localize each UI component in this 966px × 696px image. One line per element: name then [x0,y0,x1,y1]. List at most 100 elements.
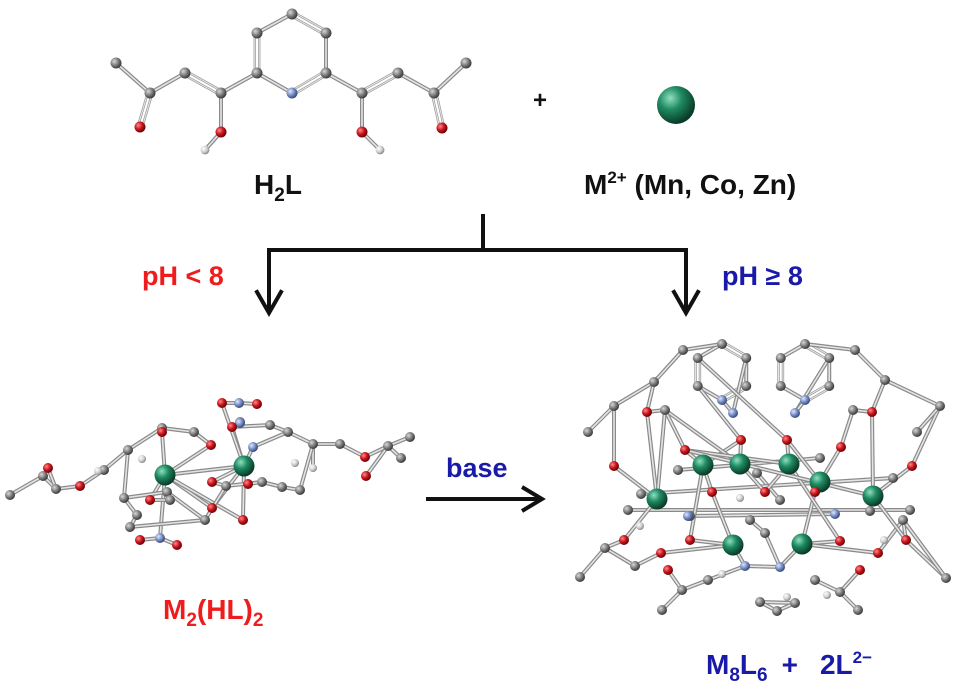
hydrogen-atom [636,522,644,530]
carbon-atom [673,465,683,475]
bond [660,544,734,554]
carbon-atom [775,381,786,391]
oxygen-atom [207,477,217,487]
carbon-atom [649,377,659,387]
bond [123,449,129,499]
carbon-atom [320,67,332,79]
carbon-atom [752,468,762,478]
carbon-atom [396,453,406,463]
bond [684,449,874,497]
bond [911,405,941,467]
bond [803,345,829,361]
bond [902,519,947,579]
bond [587,405,615,433]
oxygen-atom [361,471,371,481]
bond [656,409,666,500]
carbon-atom [51,484,61,494]
carbon-atom [144,87,156,99]
bond [433,62,467,94]
oxygen-atom [782,435,792,445]
carbon-atom [790,598,800,608]
oxygen-atom [75,481,85,491]
bond [256,13,293,34]
oxygen-atom [835,536,845,546]
nitrogen-atom [775,562,785,572]
bond [707,565,746,581]
carbon-atom [810,575,820,585]
nitrogen-atom [155,533,165,543]
bond [221,402,245,467]
metal-atom [233,455,255,477]
hydrogen-atom [736,494,744,502]
carbon-atom [660,405,670,415]
plus-sign: + [533,87,547,114]
carbon-atom [824,381,835,391]
oxygen-atom [901,535,911,545]
nitrogen-atom [728,408,738,418]
carbon-atom [657,605,667,615]
carbon-atom [356,87,368,99]
bond [613,381,655,407]
bond [759,601,796,604]
hydrogen-atom [718,570,726,578]
bond [183,74,221,96]
carbon-atom [623,505,633,515]
nitrogen-atom [800,395,810,405]
ligand-label: H2L [254,169,302,206]
hydrogen-atom [200,145,210,155]
nitrogen-atom [790,408,800,418]
right-condition-label: pH ≥ 8 [722,261,803,291]
bond [325,72,363,94]
metal-atom [722,534,744,556]
bond [360,70,398,92]
carbon-atom [257,477,267,487]
carbon-atom [320,27,332,39]
carbon-atom [824,353,835,363]
carbon-atom [848,405,858,415]
oxygen-atom [855,565,865,575]
nitrogen-atom [717,395,727,405]
carbon-atom [251,27,263,39]
bond [871,379,886,413]
bond [884,379,941,407]
oxygen-atom [134,121,146,133]
bond [292,74,328,96]
base-arrow [426,485,546,513]
carbon-atom [888,473,898,483]
carbon-atom [165,495,175,505]
carbon-atom [880,375,890,385]
metal-atom [646,488,668,510]
carbon-atom [575,572,585,582]
oxygen-atom [867,407,877,417]
bond [646,411,658,500]
carbon-atom [179,67,191,79]
oxygen-atom [215,126,227,138]
bond [431,92,441,129]
carbon-atom [123,445,133,455]
bond [689,464,704,541]
oxygen-atom [873,548,883,558]
bond [805,387,831,403]
carbon-atom [835,587,845,597]
branch-arrows [254,214,701,318]
nitrogen-atom [234,398,244,408]
carbon-atom [678,345,688,355]
oxygen-atom [736,435,746,445]
metal-atom [692,454,714,476]
carbon-atom [850,345,860,355]
bond [292,11,328,32]
bond [127,427,163,451]
oxygen-atom [145,495,155,505]
carbon-atom [772,606,782,616]
carbon-atom [609,401,619,411]
oxygen-atom [685,535,695,545]
carbon-atom [308,439,318,449]
bond [115,62,151,94]
bond [299,443,314,491]
hydrogen-atom [309,464,317,472]
carbon-atom [283,427,293,437]
carbon-atom [745,515,755,525]
bond [397,72,435,94]
carbon-atom [295,485,305,495]
oxygen-atom [360,452,370,462]
